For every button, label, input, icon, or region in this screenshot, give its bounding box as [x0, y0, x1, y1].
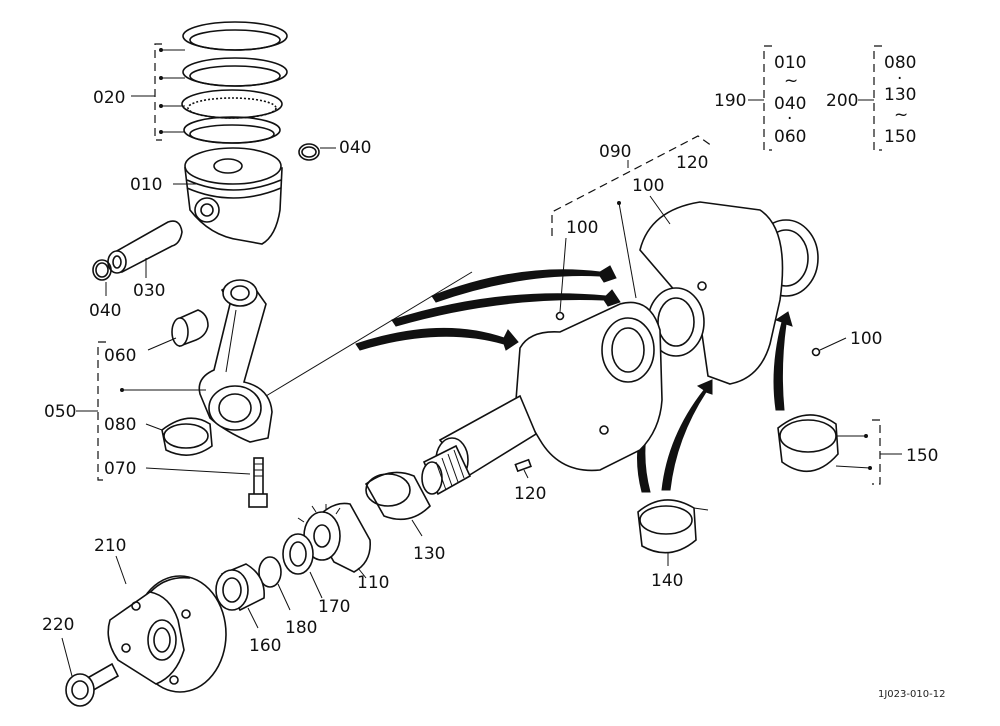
label-210: 210 — [94, 536, 126, 556]
label-120-crank: 120 — [676, 153, 708, 173]
label-130: 130 — [413, 544, 445, 564]
legend-200-tilde: ~ — [894, 105, 908, 125]
label-060: 060 — [104, 346, 136, 366]
connecting-rod — [198, 279, 273, 443]
label-010: 010 — [130, 175, 162, 195]
legend-200-bottom: 150 — [884, 127, 916, 147]
label-100-top: 100 — [632, 176, 664, 196]
label-160: 160 — [249, 636, 281, 656]
assembly-arrows — [355, 265, 793, 493]
label-040-left: 040 — [89, 301, 121, 321]
crank-bushing — [364, 471, 431, 521]
legend-190-mid: 040 — [774, 94, 806, 114]
piston-pin — [107, 220, 183, 274]
label-040-right: 040 — [339, 138, 371, 158]
circlip-right — [298, 143, 320, 161]
label-020: 020 — [93, 88, 125, 108]
label-090: 090 — [599, 142, 631, 162]
label-190: 190 — [714, 91, 746, 111]
label-120-key: 120 — [514, 484, 546, 504]
piston-rings — [181, 21, 288, 144]
small-end-bushing — [171, 309, 209, 348]
rod-bolt — [248, 457, 268, 508]
circlip-left — [92, 259, 112, 281]
rod-bracket-050 — [76, 341, 206, 481]
bearing-bracket-150 — [835, 419, 902, 485]
legend-200 — [858, 45, 882, 151]
main-bearing-front — [637, 499, 697, 554]
crank-pulley — [107, 575, 227, 693]
crankshaft — [421, 201, 819, 496]
label-170: 170 — [318, 597, 350, 617]
label-080: 080 — [104, 415, 136, 435]
legend-190-top: 010 — [774, 53, 806, 73]
legend-190-sep: · — [787, 109, 792, 129]
legend-200-mid: 130 — [884, 85, 916, 105]
label-070: 070 — [104, 459, 136, 479]
label-180: 180 — [285, 618, 317, 638]
collar — [215, 563, 265, 612]
label-100-right: 100 — [850, 329, 882, 349]
big-end-bearing — [161, 417, 213, 456]
label-050: 050 — [44, 402, 76, 422]
crank-bracket-090 — [551, 135, 847, 357]
ring-bracket-020 — [131, 43, 185, 141]
diagram-code: 1J023-010-12 — [878, 689, 945, 700]
legend-190-tilde: ~ — [784, 71, 798, 91]
label-200: 200 — [826, 91, 858, 111]
label-140: 140 — [651, 571, 683, 591]
label-150: 150 — [906, 446, 938, 466]
legend-200-sep: · — [897, 69, 902, 89]
label-110: 110 — [357, 573, 389, 593]
label-220: 220 — [42, 615, 74, 635]
shaft-key — [514, 458, 532, 473]
legend-190 — [748, 45, 772, 151]
o-ring — [258, 556, 282, 588]
label-030: 030 — [133, 281, 165, 301]
piston — [184, 147, 283, 245]
thrust-washer — [282, 533, 314, 575]
main-bearing-rear — [777, 414, 839, 473]
legend-190-bottom: 060 — [774, 127, 806, 147]
pulley-bolt — [65, 662, 120, 707]
label-100-left: 100 — [566, 218, 598, 238]
legend-200-top: 080 — [884, 53, 916, 73]
